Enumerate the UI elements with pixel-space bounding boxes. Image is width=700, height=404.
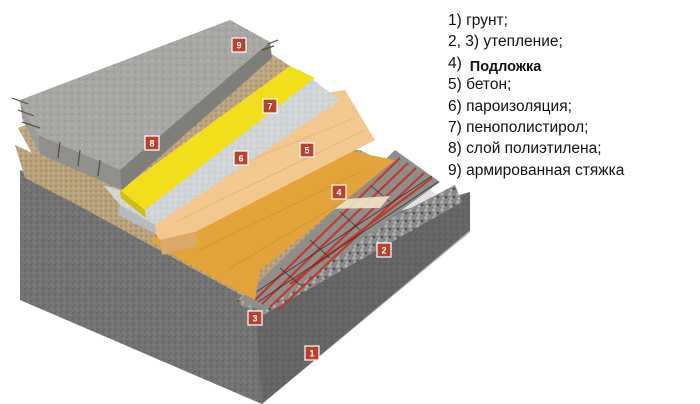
legend-item-4: 5) бетон; (448, 74, 696, 95)
marker-6-label: 6 (238, 154, 243, 164)
legend-label: слой полиэтилена; (466, 140, 602, 158)
marker-6: 6 (233, 150, 249, 166)
legend-item-2: 2, 3) утепление; (448, 31, 696, 52)
legend-number: 8) (448, 140, 462, 158)
reinforced-screed-layer (11, 20, 279, 190)
marker-8: 8 (144, 135, 160, 151)
legend-number: 2, 3) (448, 33, 480, 51)
legend-number: 4) (448, 54, 462, 72)
legend-item-6: 7) пенополистирол; (448, 117, 696, 138)
legend-label: пароизоляция; (466, 97, 572, 115)
legend-item-8: 9) армированная стяжка (448, 160, 696, 181)
marker-7: 7 (262, 98, 278, 114)
marker-2: 2 (376, 242, 392, 258)
marker-9: 9 (231, 37, 247, 53)
marker-9-label: 9 (236, 41, 241, 51)
legend-label: армированная стяжка (466, 161, 625, 179)
legend-label: утепление; (483, 33, 563, 51)
legend-number: 9) (448, 161, 462, 179)
legend-item-5: 6) пароизоляция; (448, 96, 696, 117)
marker-1-label: 1 (309, 349, 314, 359)
legend-item-1: 1) грунт; (448, 10, 696, 31)
marker-4-label: 4 (336, 188, 341, 198)
legend-number: 5) (448, 76, 462, 94)
marker-5: 5 (299, 142, 315, 158)
layer-legend: 1) грунт; 2, 3) утепление; 4) Подложка 5)… (448, 10, 696, 181)
marker-1: 1 (304, 345, 320, 361)
legend-number: 7) (448, 118, 462, 136)
legend-label: пенополистирол; (466, 118, 589, 136)
legend-label: бетон; (466, 76, 512, 94)
heating-mesh (240, 150, 440, 312)
marker-4: 4 (331, 184, 347, 200)
marker-3: 3 (247, 310, 263, 326)
marker-7-label: 7 (267, 102, 272, 112)
legend-number: 6) (448, 97, 462, 115)
legend-number: 1) (448, 12, 462, 29)
legend-item-3: 4) Подложка (448, 53, 696, 75)
legend-item-7: 8) слой полиэтилена; (448, 138, 696, 159)
legend-label: Подложка (469, 58, 542, 75)
marker-3-label: 3 (252, 314, 257, 324)
marker-2-label: 2 (381, 246, 386, 256)
marker-5-label: 5 (304, 146, 309, 156)
marker-8-label: 8 (149, 139, 154, 149)
legend-label: грунт; (466, 12, 508, 29)
